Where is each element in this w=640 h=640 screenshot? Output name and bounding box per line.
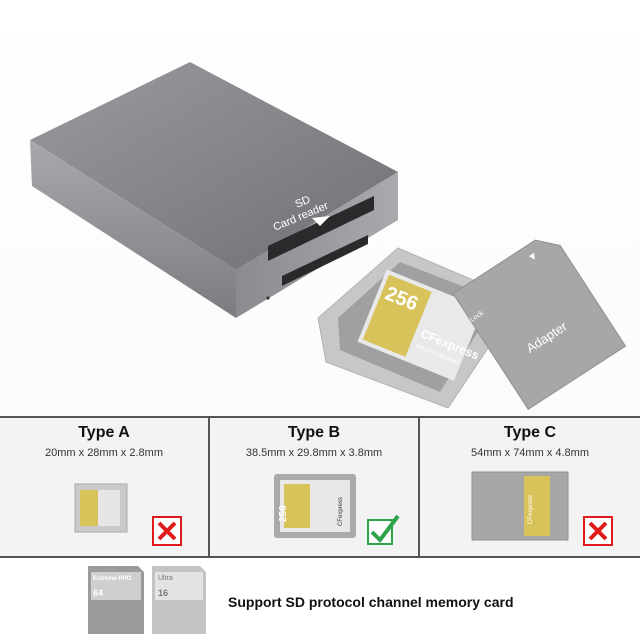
type-c-title: Type C [503, 424, 557, 441]
type-b-title: Type B [287, 424, 341, 441]
reader-label-sd: SD [293, 194, 312, 211]
sd-card-ultra: Ultra 16 [152, 566, 206, 634]
adapter-card-hero: Adapter Lock [452, 239, 627, 410]
unsupported-cross-icon [583, 516, 613, 546]
type-a-title: Type A [78, 424, 130, 441]
support-text: Support SD protocol channel memory card [228, 594, 514, 610]
sd-slot [268, 196, 374, 261]
sd-card-2-brand: Ultra [158, 575, 173, 582]
type-c-brand: CFexpress [528, 495, 534, 524]
cfexpress-slot [282, 235, 368, 286]
sd-card-2-capacity: 16 [158, 588, 168, 598]
type-a-panel: Type A 20mm x 28mm x 2.8mm [0, 418, 210, 556]
type-b-brand: CFexpress [338, 497, 344, 526]
sd-card-1-brand: Extreme PRO [93, 576, 132, 582]
type-b-capacity: 256 [278, 505, 289, 522]
sd-card-1-capacity: 64 [93, 588, 103, 598]
card-type-comparison: Type A 20mm x 28mm x 2.8mm Type B 38.5mm… [0, 416, 640, 558]
hero-product-image: SD Card reader 256 GB CFexpress PROFESSI… [0, 0, 640, 416]
type-c-dimensions: 54mm x 74mm x 4.8mm [471, 447, 589, 459]
insert-arrow-icon [312, 216, 330, 226]
type-b-card-image: 256 CFexpress [274, 474, 356, 538]
type-a-dimensions: 20mm x 28mm x 2.8mm [45, 447, 163, 459]
type-c-card-image: CFexpress [471, 471, 569, 541]
type-a-card-image [74, 483, 128, 533]
supported-check-icon [367, 514, 400, 545]
type-b-panel: Type B 38.5mm x 29.8mm x 3.8mm 256 CFexp… [210, 418, 420, 556]
unsupported-cross-icon [152, 516, 182, 546]
type-b-dimensions: 38.5mm x 29.8mm x 3.8mm [245, 447, 383, 459]
card-reader-device: SD Card reader [30, 62, 398, 318]
hero-illustration: SD Card reader 256 GB CFexpress PROFESSI… [30, 62, 627, 410]
sd-support-row: Extreme PRO 64 Ultra 16 Support SD proto… [0, 558, 640, 640]
type-c-panel: Type C 54mm x 74mm x 4.8mm CFexpress [420, 418, 640, 556]
sd-card-extreme-pro: Extreme PRO 64 [88, 566, 144, 634]
